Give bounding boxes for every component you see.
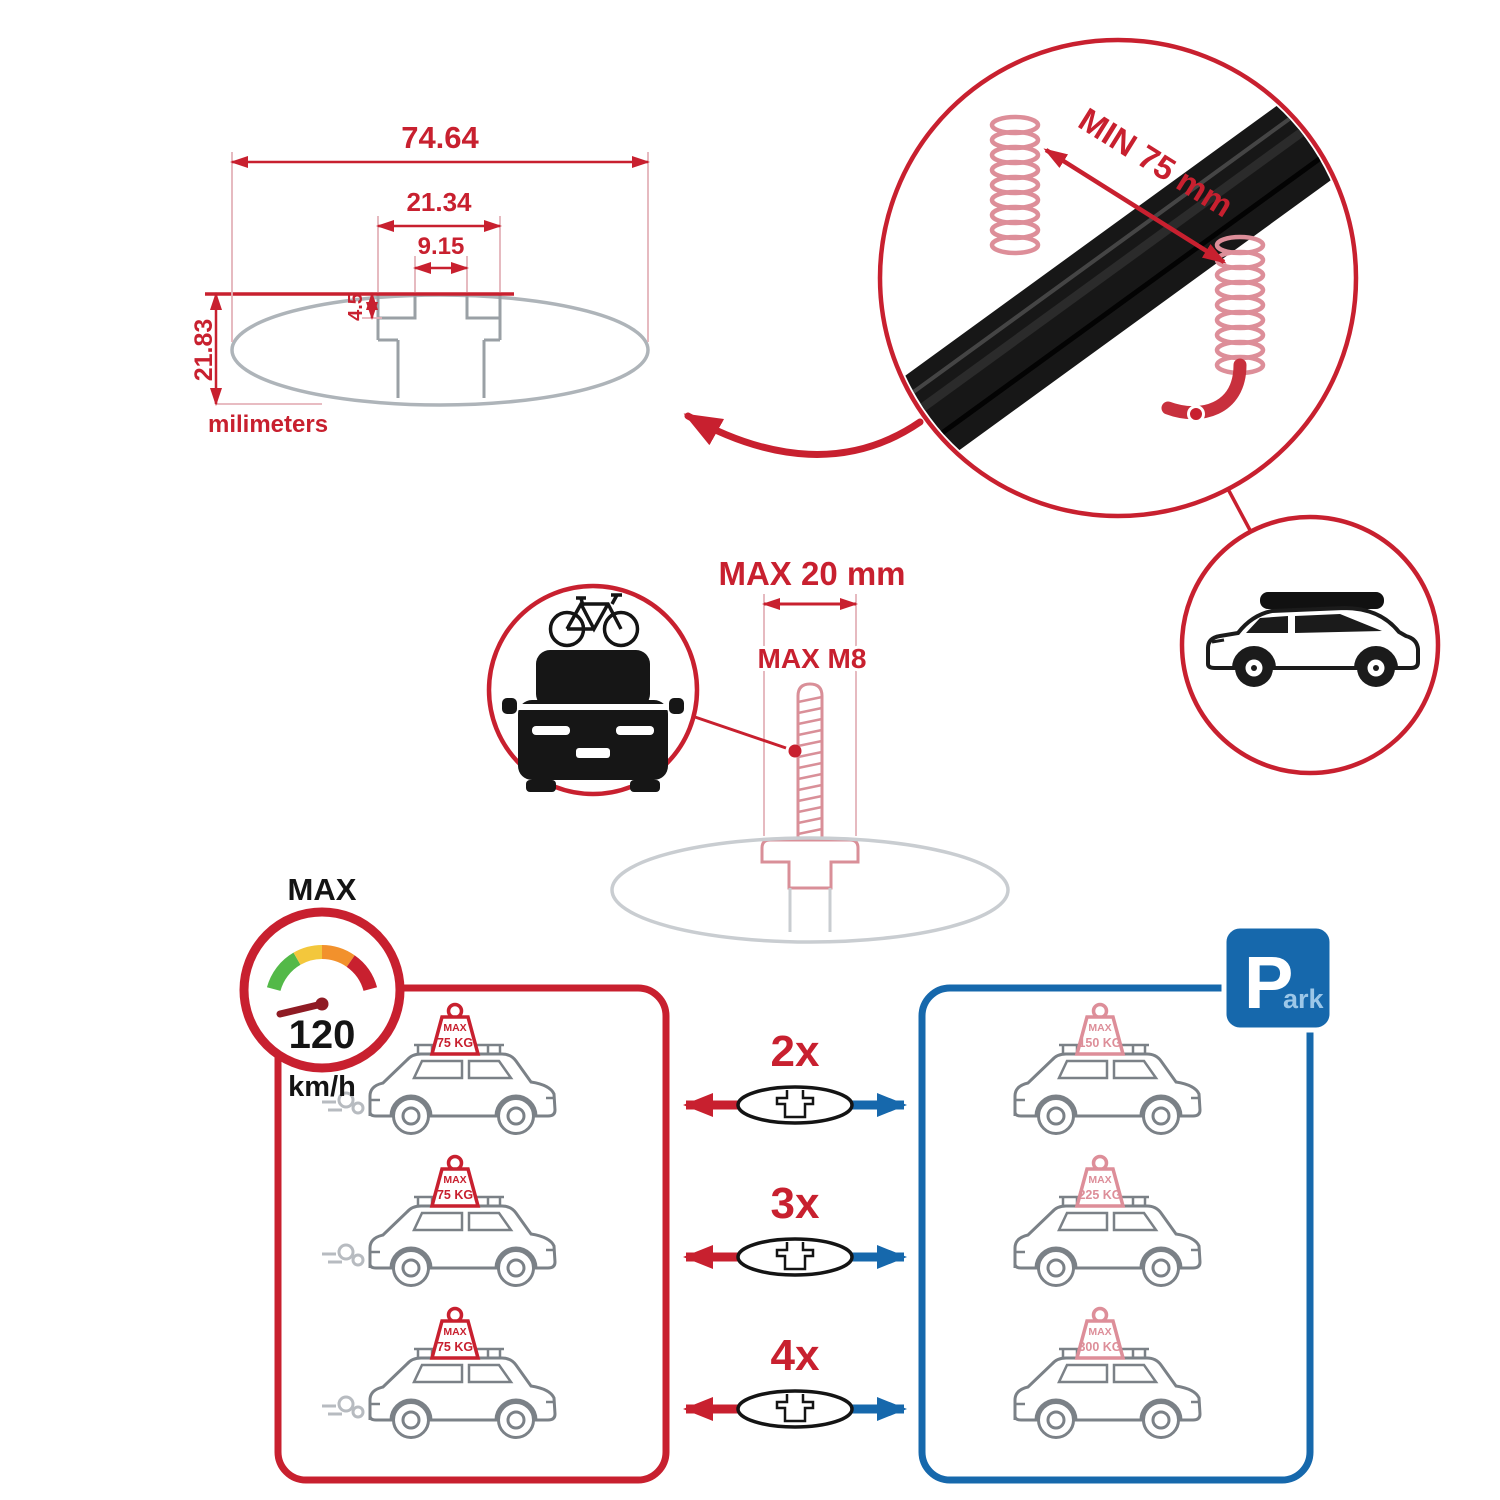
bolt-icon bbox=[796, 682, 824, 840]
roof-load-badge: MAX 225 KG bbox=[1075, 1154, 1125, 1208]
extension-lines bbox=[414, 256, 468, 292]
gauge-arc-yellow bbox=[293, 945, 323, 965]
multiplier-column: 2x 3x 4x bbox=[683, 1027, 907, 1429]
ghost-profile-stem bbox=[788, 888, 832, 932]
leader-dot bbox=[788, 744, 802, 758]
roof-box bbox=[1260, 592, 1384, 609]
speed-unit: km/h bbox=[288, 1071, 356, 1103]
t-slot-adapter bbox=[760, 838, 860, 890]
leader-line bbox=[691, 714, 787, 750]
roof-load-badge: MAX 75 KG bbox=[430, 1002, 480, 1056]
multiplier-label: 3x bbox=[771, 1179, 820, 1228]
badge-weight: 75 KG bbox=[437, 1340, 473, 1354]
zoom-circle: MIN 75 mm bbox=[877, 37, 1359, 519]
zoom-to-diagram-arrow bbox=[683, 412, 924, 458]
badge-weight: 150 KG bbox=[1078, 1036, 1121, 1050]
extension-lines bbox=[231, 152, 649, 342]
crossbar-count-icon bbox=[736, 1389, 854, 1429]
badge-label: MAX bbox=[1088, 1326, 1111, 1338]
upper-width-dimension-label: 21.34 bbox=[406, 187, 472, 217]
suv-with-roofbox-icon bbox=[1206, 592, 1420, 687]
gauge-needle bbox=[276, 1000, 326, 1018]
crossbar-count-icon bbox=[736, 1237, 854, 1277]
clamp-fixing-dot bbox=[1187, 405, 1205, 423]
multiplier-label: 4x bbox=[771, 1331, 820, 1380]
cross-section-profile bbox=[376, 294, 502, 398]
crossbar-cross-section-ellipse bbox=[230, 293, 650, 407]
min-span-arrow bbox=[1043, 148, 1227, 264]
park-sign-rest: ark bbox=[1283, 984, 1325, 1014]
lip-height-dimension-label: 4.5 bbox=[345, 293, 367, 321]
car-front-circle bbox=[486, 583, 802, 797]
park-sign-plate bbox=[1221, 923, 1335, 1033]
bolt-diagram: MAX 20 mm MAX M8 bbox=[610, 555, 1010, 944]
badge-weight: 75 KG bbox=[437, 1188, 473, 1202]
suv-roofbox-circle bbox=[1179, 514, 1441, 776]
roof-load-badge: MAX 150 KG bbox=[1075, 1002, 1125, 1056]
speedometer-icon bbox=[239, 907, 405, 1073]
gauge-arc-green bbox=[266, 952, 301, 992]
headlight-right bbox=[616, 726, 654, 735]
badge-weight: 300 KG bbox=[1078, 1340, 1121, 1354]
badge-label: MAX bbox=[443, 1326, 466, 1338]
max-thread-label: MAX M8 bbox=[758, 643, 867, 674]
clamp-strap bbox=[1161, 358, 1247, 420]
headlight-left bbox=[532, 726, 570, 735]
speed-max-label: MAX bbox=[288, 872, 357, 907]
badge-label: MAX bbox=[1088, 1022, 1111, 1034]
park-sign-letter: P bbox=[1244, 941, 1293, 1024]
license-plate bbox=[576, 748, 610, 758]
parked-cars: MAX 150 KG MAX 225 KG MAX 300 KG bbox=[1013, 1002, 1202, 1439]
circle-connector-line bbox=[1226, 488, 1253, 533]
gauge-pivot bbox=[315, 997, 329, 1011]
gauge-arc-red bbox=[346, 955, 378, 992]
speed-value: 120 bbox=[289, 1013, 356, 1057]
gauge-arc bbox=[266, 945, 378, 992]
badge-label: MAX bbox=[1088, 1174, 1111, 1186]
driving-cars: MAX 75 KG MAX 75 KG MAX 75 KG bbox=[320, 1002, 557, 1439]
max-width-label: MAX 20 mm bbox=[718, 555, 905, 592]
gauge-arc-orange bbox=[321, 945, 355, 968]
park-sign: P ark bbox=[1221, 923, 1335, 1033]
unit-label: milimeters bbox=[208, 411, 328, 438]
total-height-dimension-label: 21.83 bbox=[190, 319, 218, 382]
badge-weight: 75 KG bbox=[437, 1036, 473, 1050]
crossbar-count-icon bbox=[736, 1085, 854, 1125]
badge-weight: 225 KG bbox=[1078, 1188, 1121, 1202]
roof-load-badge: MAX 75 KG bbox=[430, 1154, 480, 1208]
dimension-diagram: 74.64 21.34 9.15 4.5 21.83 milimeters bbox=[190, 120, 650, 438]
total-width-dimension-label: 74.64 bbox=[401, 120, 479, 155]
ghost-cross-section bbox=[610, 836, 1010, 944]
badge-label: MAX bbox=[443, 1022, 466, 1034]
multiplier-label: 2x bbox=[771, 1027, 820, 1076]
slot-width-dimension-label: 9.15 bbox=[418, 233, 465, 260]
roof-load-badge: MAX 300 KG bbox=[1075, 1306, 1125, 1360]
badge-label: MAX bbox=[443, 1174, 466, 1186]
car-front-icon bbox=[502, 650, 684, 792]
speed-limit-badge: MAX 120 km/h bbox=[239, 872, 405, 1103]
bike-icon bbox=[548, 593, 640, 648]
extension-lines bbox=[763, 594, 857, 836]
roof-load-badge: MAX 75 KG bbox=[430, 1306, 480, 1360]
